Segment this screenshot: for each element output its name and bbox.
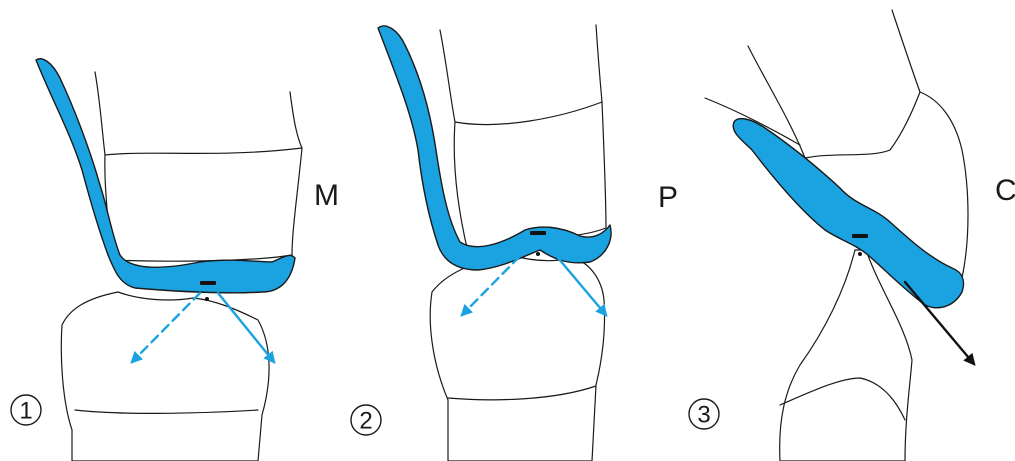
lower-tooth <box>430 255 604 461</box>
panel-number: 3 <box>697 402 710 429</box>
upper-tooth-root-right <box>596 25 602 102</box>
panel-2: P 2 <box>351 25 678 461</box>
panel-number: 1 <box>19 398 32 425</box>
contact-mark <box>530 231 546 235</box>
panel-letter-label: P <box>658 181 678 214</box>
contact-point <box>205 297 209 301</box>
contact-mark <box>852 234 868 238</box>
panel-1: M 1 <box>11 59 339 461</box>
panel-letter-label: M <box>314 179 339 212</box>
panel-letter-label: C <box>995 174 1015 207</box>
upper-tooth-root-left <box>95 72 105 155</box>
contact-point <box>536 252 540 256</box>
contact-mark <box>200 281 216 285</box>
upper-tooth-root-right <box>290 92 302 148</box>
upper-tooth-root-right <box>892 10 920 92</box>
panel-3: C 3 <box>689 10 1015 461</box>
contact-point <box>858 252 862 256</box>
upper-tooth-root-left <box>440 30 455 122</box>
upper-tooth-crown <box>105 148 302 261</box>
lower-tooth <box>780 250 912 461</box>
panel-number: 2 <box>359 408 372 435</box>
